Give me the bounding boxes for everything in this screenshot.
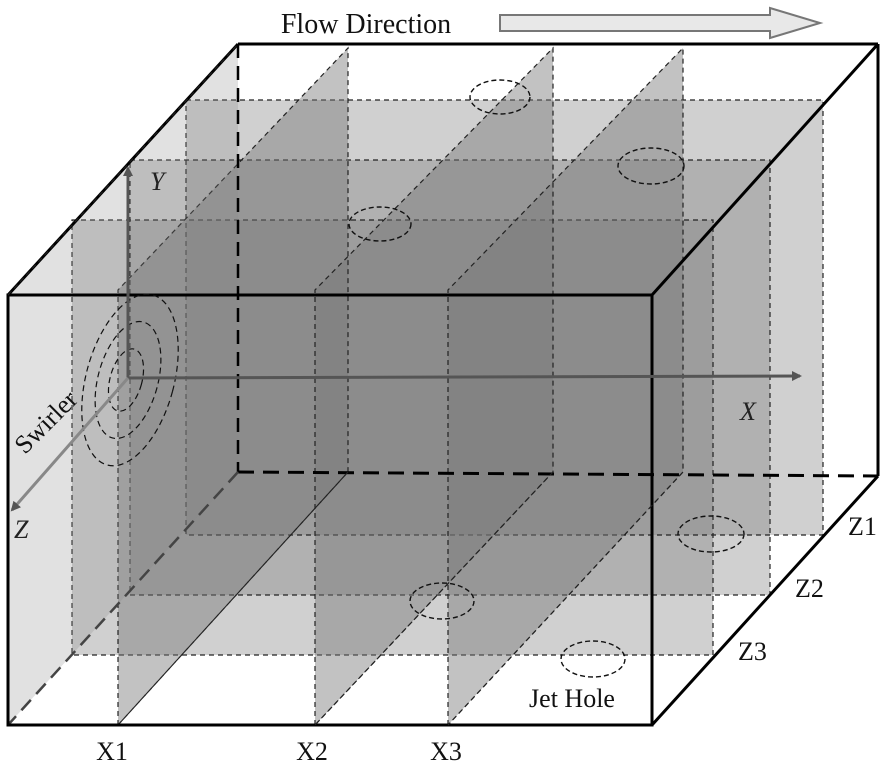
jet-hole-bottom-1 — [677, 515, 745, 553]
z3-label: Z3 — [738, 637, 767, 666]
z1-plane — [186, 100, 823, 535]
jet-hole-label: Jet Hole — [529, 684, 615, 713]
axis-x-label: X — [739, 397, 757, 426]
axis-x-line — [127, 371, 802, 382]
jet-hole-top-1 — [469, 79, 531, 115]
jet-hole-bottom-2 — [409, 582, 475, 620]
flow-direction-arrow — [499, 6, 824, 40]
box-frame — [6, 42, 880, 727]
flow-direction-label: Flow Direction — [281, 9, 451, 40]
jet-hole-top-3 — [348, 206, 412, 242]
x3-plane — [448, 48, 683, 725]
z2-label: Z2 — [795, 574, 824, 603]
axis-y-label: Y — [150, 167, 167, 196]
axis-z-label: Z — [14, 515, 29, 544]
axes — [10, 166, 802, 512]
depth-guides — [7, 43, 684, 726]
jet-holes — [348, 79, 745, 678]
x2-plane — [315, 48, 553, 725]
x1-plane — [118, 48, 348, 725]
x3-label: X3 — [430, 737, 462, 766]
z1-label: Z1 — [848, 512, 877, 541]
jet-hole-bottom-3 — [560, 640, 626, 678]
x2-label: X2 — [296, 737, 328, 766]
swirler-rings — [81, 293, 179, 467]
jet-hole-top-2 — [617, 147, 685, 185]
x-planes — [117, 46, 684, 727]
axis-z-line — [10, 377, 130, 512]
x1-label: X1 — [96, 737, 128, 766]
